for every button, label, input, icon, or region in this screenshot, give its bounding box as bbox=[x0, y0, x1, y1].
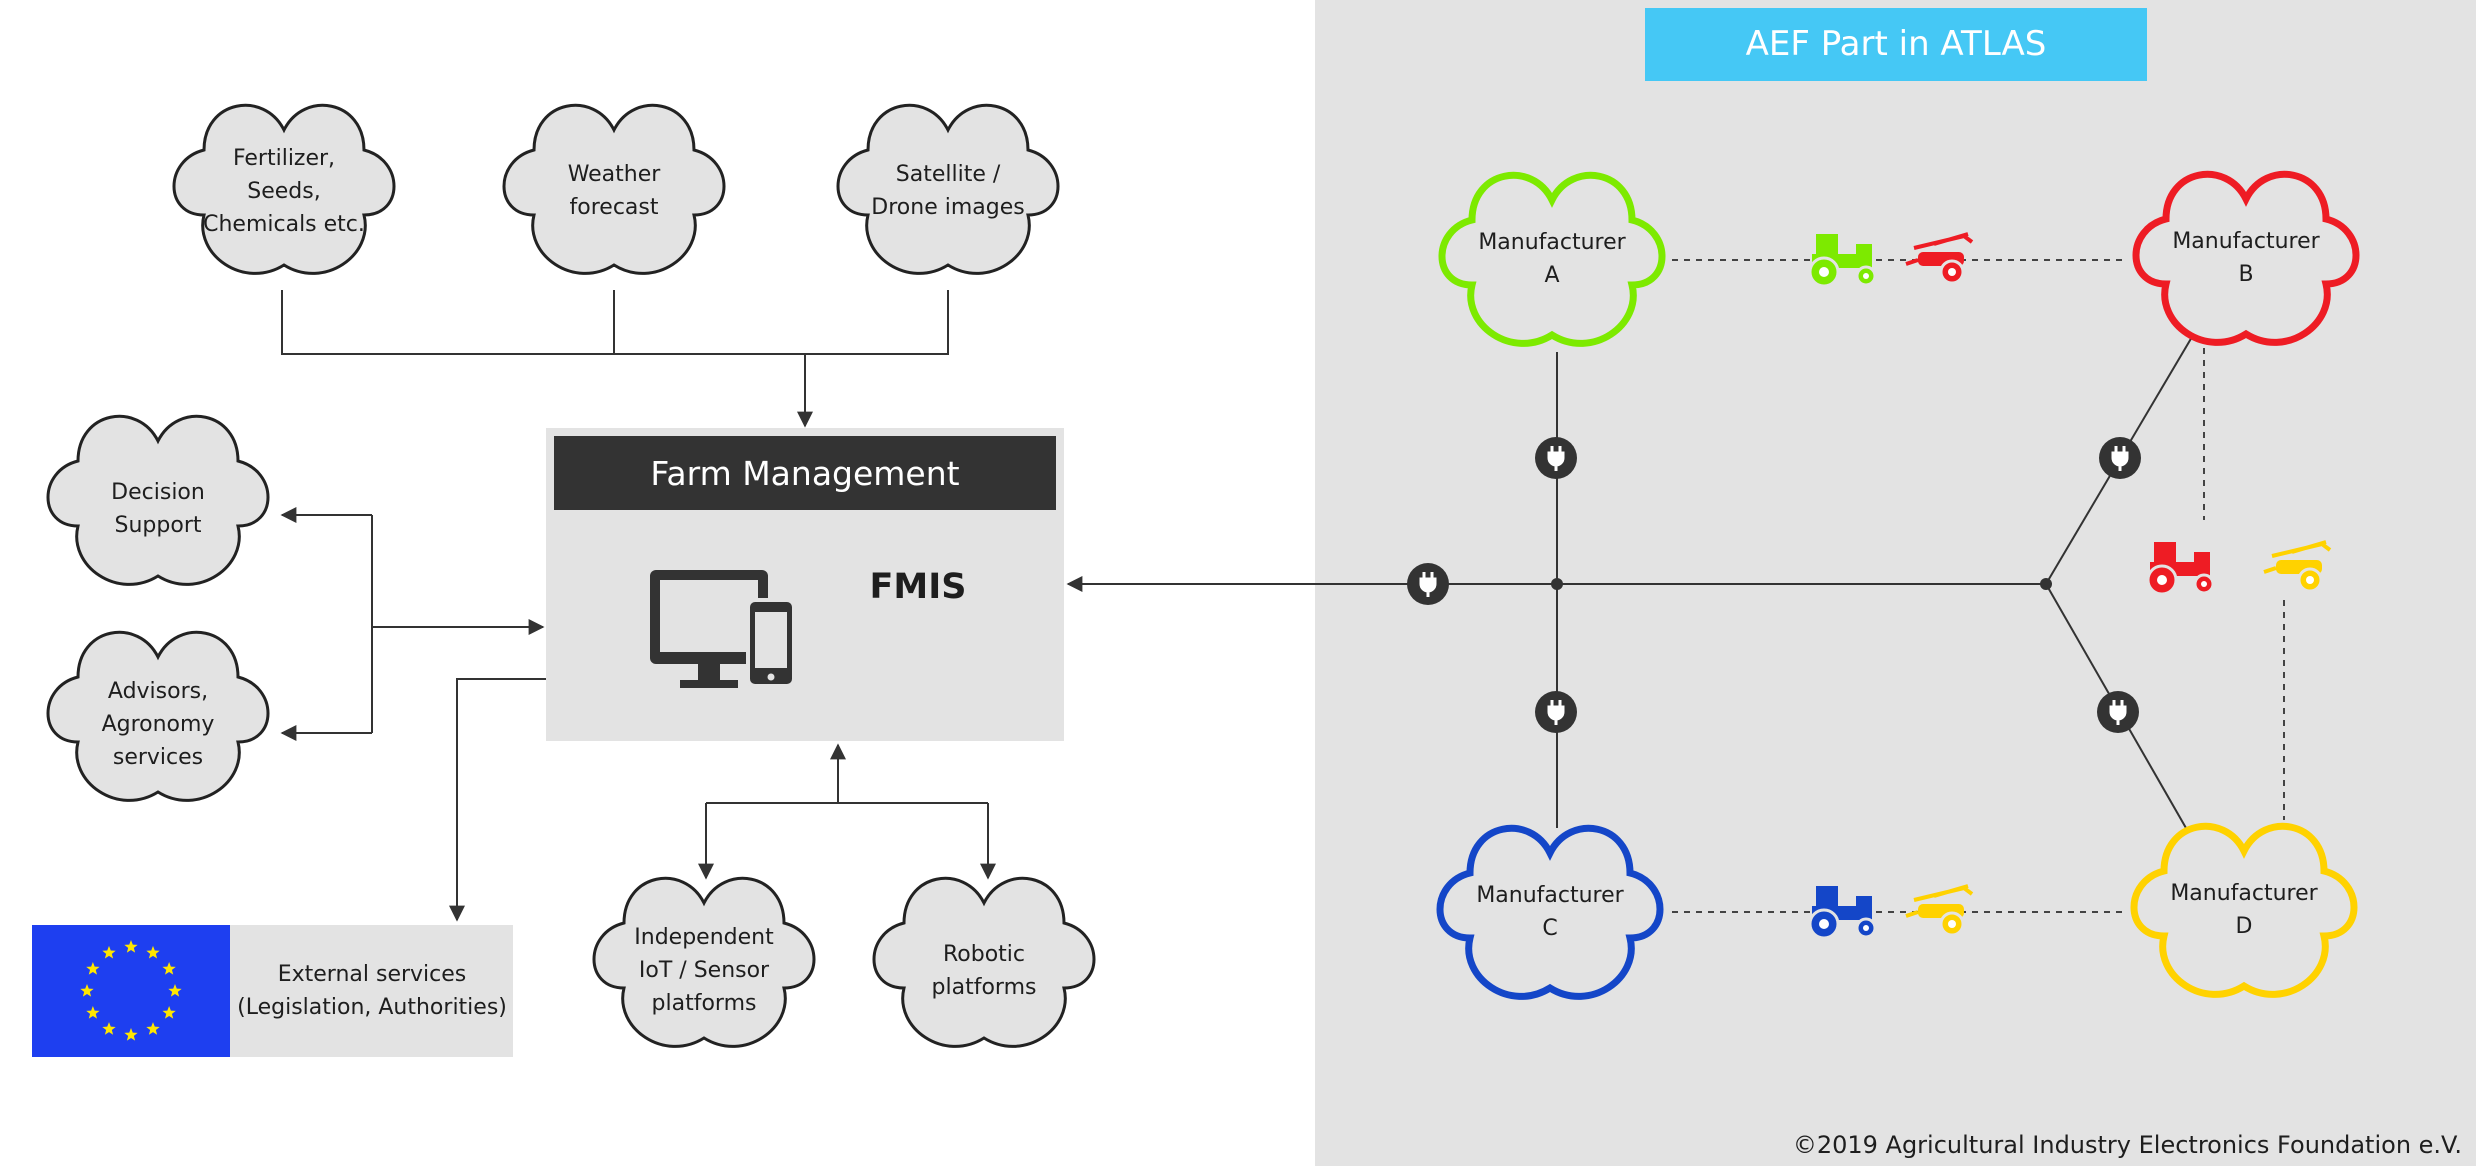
robotic-line-1: Robotic bbox=[943, 942, 1025, 967]
cloud-advisors: Advisors, Agronomy services bbox=[46, 630, 270, 802]
fmis-header-bar bbox=[554, 436, 1056, 510]
external-box bbox=[230, 925, 513, 1057]
manufacturer-b-line-1: Manufacturer bbox=[2172, 229, 2320, 254]
iot-line-1: Independent bbox=[634, 925, 774, 950]
junction-right bbox=[2040, 578, 2052, 590]
plug-icon bbox=[2095, 689, 2141, 735]
inputs-connector bbox=[281, 290, 949, 355]
decision-line-1: Decision bbox=[111, 480, 205, 505]
plug-icon bbox=[2097, 435, 2143, 481]
cloud-iot-platforms: Independent IoT / Sensor platforms bbox=[592, 876, 816, 1048]
cloud-fertilizer: Fertilizer, Seeds, Chemicals etc. bbox=[172, 103, 396, 275]
fertilizer-line-3: Chemicals etc. bbox=[203, 212, 365, 237]
plug-icon bbox=[1533, 689, 1579, 735]
eu-star bbox=[102, 945, 116, 959]
atlas-title-bar bbox=[1645, 8, 2147, 81]
eu-star bbox=[124, 1028, 138, 1041]
cloud-manufacturer-d: Manufacturer D bbox=[2134, 826, 2354, 994]
eu-star bbox=[124, 940, 138, 953]
satellite-line-1: Satellite / bbox=[896, 162, 1001, 187]
eu-star bbox=[162, 962, 176, 975]
eu-star bbox=[86, 1006, 100, 1019]
plug-icon bbox=[1533, 435, 1579, 481]
eu-star bbox=[86, 962, 100, 975]
cloud-manufacturer-a: Manufacturer A bbox=[1442, 175, 1662, 343]
eu-star bbox=[146, 945, 160, 959]
eu-star bbox=[162, 1006, 176, 1019]
smartphone-icon bbox=[746, 598, 796, 688]
junction-left bbox=[1551, 578, 1563, 590]
external-line-2: (Legislation, Authorities) bbox=[237, 995, 507, 1020]
eu-star bbox=[102, 1022, 116, 1035]
advisors-line-1: Advisors, bbox=[108, 679, 208, 704]
eu-star bbox=[168, 984, 182, 997]
robotic-line-2: platforms bbox=[932, 975, 1037, 1000]
manufacturer-d-line-1: Manufacturer bbox=[2170, 881, 2318, 906]
advisors-line-2: Agronomy bbox=[102, 712, 215, 737]
satellite-line-2: Drone images bbox=[871, 195, 1024, 220]
iot-line-3: platforms bbox=[652, 991, 757, 1016]
plug-icon bbox=[1405, 561, 1451, 607]
eu-star bbox=[146, 1022, 160, 1035]
atlas-title: AEF Part in ATLAS bbox=[1746, 24, 2047, 64]
fmis-label: FMIS bbox=[870, 567, 967, 607]
weather-line-1: Weather bbox=[568, 162, 662, 187]
fertilizer-line-2: Seeds, bbox=[247, 179, 320, 204]
iot-line-2: IoT / Sensor bbox=[639, 958, 770, 983]
manufacturer-a-line-1: Manufacturer bbox=[1478, 230, 1626, 255]
cloud-manufacturer-c: Manufacturer C bbox=[1440, 828, 1660, 996]
desktop-monitor-icon bbox=[650, 570, 768, 688]
fertilizer-line-1: Fertilizer, bbox=[233, 146, 335, 171]
manufacturer-d-line-2: D bbox=[2236, 914, 2253, 939]
manufacturer-c-line-2: C bbox=[1542, 916, 1557, 941]
cloud-decision-support: Decision Support bbox=[46, 414, 270, 586]
weather-line-2: forecast bbox=[570, 195, 659, 220]
manufacturer-b-line-2: B bbox=[2238, 262, 2253, 287]
manufacturer-c-line-1: Manufacturer bbox=[1476, 883, 1624, 908]
copyright: ©2019 Agricultural Industry Electronics … bbox=[1793, 1131, 2462, 1159]
cloud-manufacturer-b: Manufacturer B bbox=[2136, 174, 2356, 342]
cloud-satellite: Satellite / Drone images bbox=[836, 103, 1060, 275]
fmis-header: Farm Management bbox=[650, 454, 959, 493]
manufacturer-a-line-2: A bbox=[1544, 263, 1559, 288]
cloud-robotic-platforms: Robotic platforms bbox=[872, 876, 1096, 1048]
external-arrow bbox=[449, 678, 546, 922]
cloud-weather: Weather forecast bbox=[502, 103, 726, 275]
external-line-1: External services bbox=[278, 962, 467, 987]
decision-line-2: Support bbox=[115, 513, 202, 538]
advisors-line-3: services bbox=[113, 745, 203, 770]
eu-stars bbox=[80, 940, 182, 1041]
eu-star bbox=[80, 984, 94, 997]
